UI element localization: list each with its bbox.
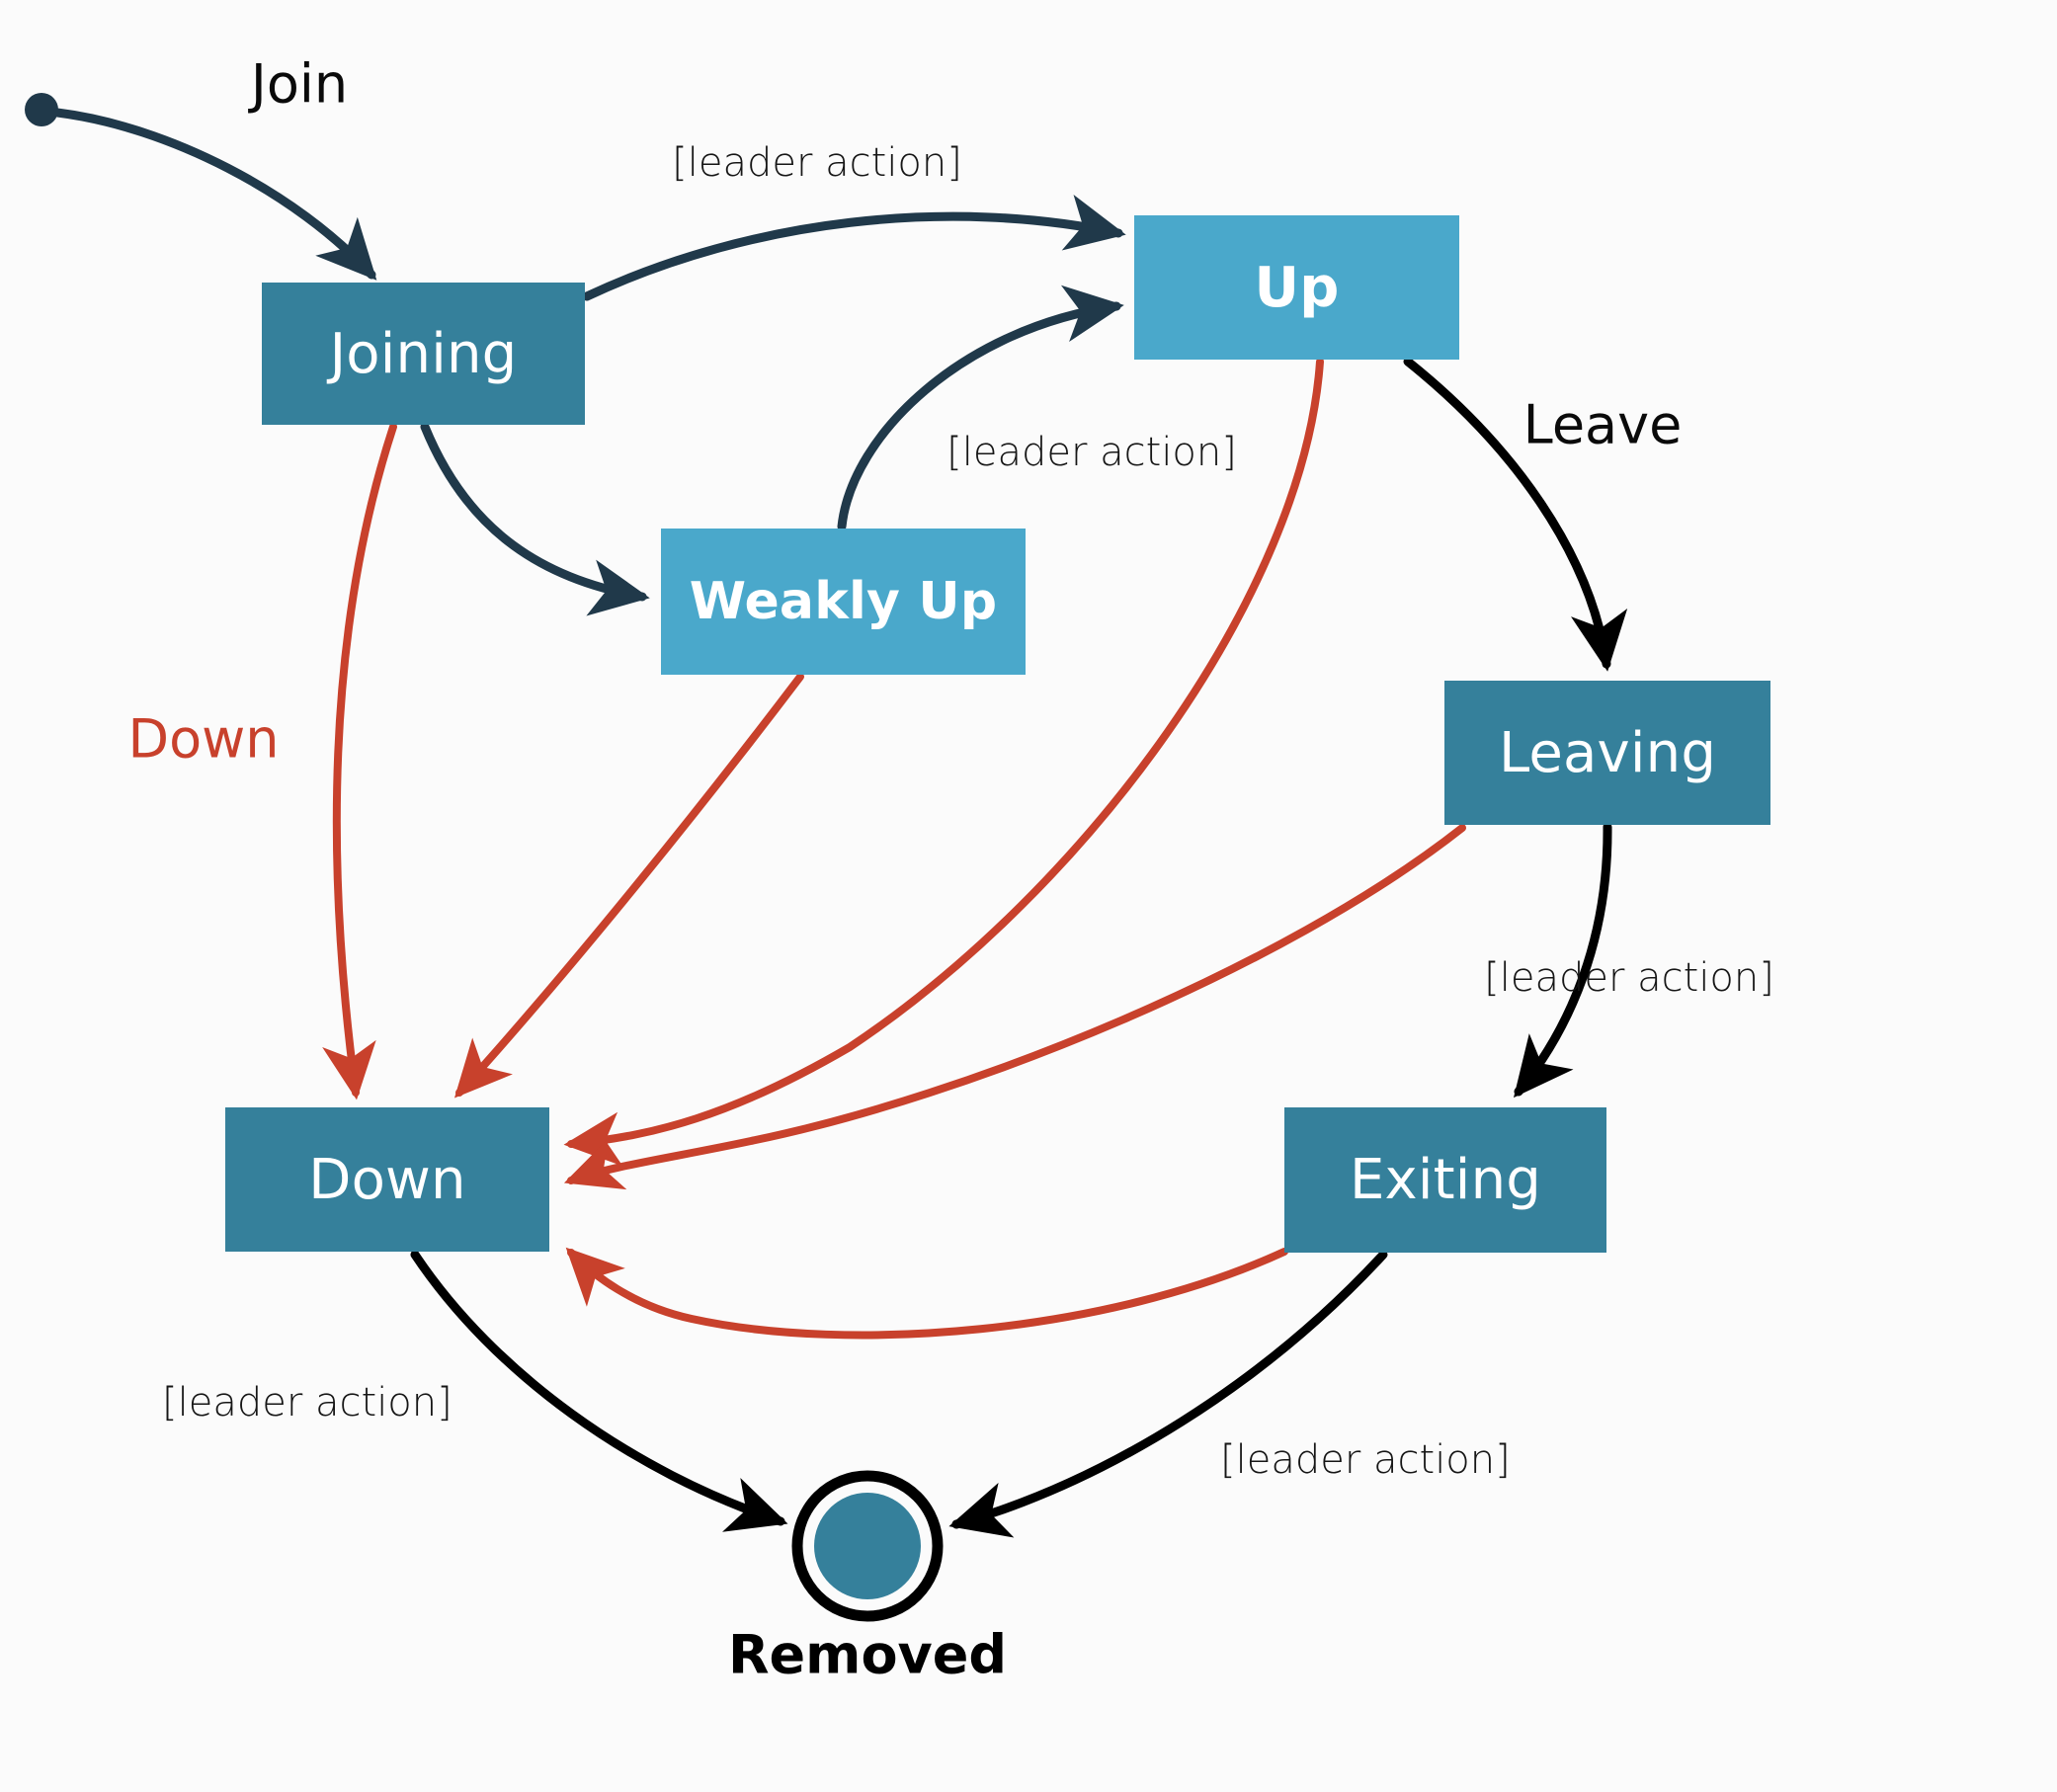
edge-weaklyup-to-down xyxy=(453,673,804,1099)
edge-leaving-to-down xyxy=(563,824,1466,1190)
edge-joining-to-down xyxy=(322,423,397,1100)
edge-weaklyup-to-up xyxy=(837,285,1124,531)
edge-up-to-leaving xyxy=(1403,357,1628,672)
edge-initial-to-joining xyxy=(52,108,377,281)
edge-joining-to-weaklyup xyxy=(420,422,650,616)
transition-label-down-to-removed: [leader action] xyxy=(162,1380,453,1425)
transition-label-leave: Leave xyxy=(1522,393,1683,456)
transition-label-join: Join xyxy=(250,52,349,116)
transition-label-exiting-to-removed: [leader action] xyxy=(1220,1437,1511,1483)
transition-label-leaving-to-exiting: [leader action] xyxy=(1484,955,1774,1001)
state-weakly-up[interactable]: Weakly Up xyxy=(661,529,1026,675)
state-leaving[interactable]: Leaving xyxy=(1444,681,1770,825)
state-exiting[interactable]: Exiting xyxy=(1284,1107,1606,1253)
final-state-label: Removed xyxy=(727,1623,1008,1686)
edge-exiting-to-removed xyxy=(948,1250,1388,1538)
transition-label-weaklyup-to-up: [leader action] xyxy=(946,430,1237,475)
state-joining[interactable]: Joining xyxy=(262,283,585,425)
edge-joining-to-up xyxy=(582,194,1126,301)
edge-up-to-down xyxy=(563,358,1324,1167)
initial-pseudostate-dot xyxy=(25,93,58,126)
transition-label-down: Down xyxy=(127,707,280,771)
state-up[interactable]: Up xyxy=(1134,215,1459,360)
final-pseudostate-inner-disc xyxy=(814,1493,921,1599)
edge-leaving-to-exiting xyxy=(1514,822,1612,1099)
edge-down-to-removed xyxy=(410,1250,788,1532)
edge-exiting-to-down xyxy=(565,1247,1288,1340)
state-down[interactable]: Down xyxy=(225,1107,549,1252)
transition-label-joining-to-up: [leader action] xyxy=(672,140,962,186)
